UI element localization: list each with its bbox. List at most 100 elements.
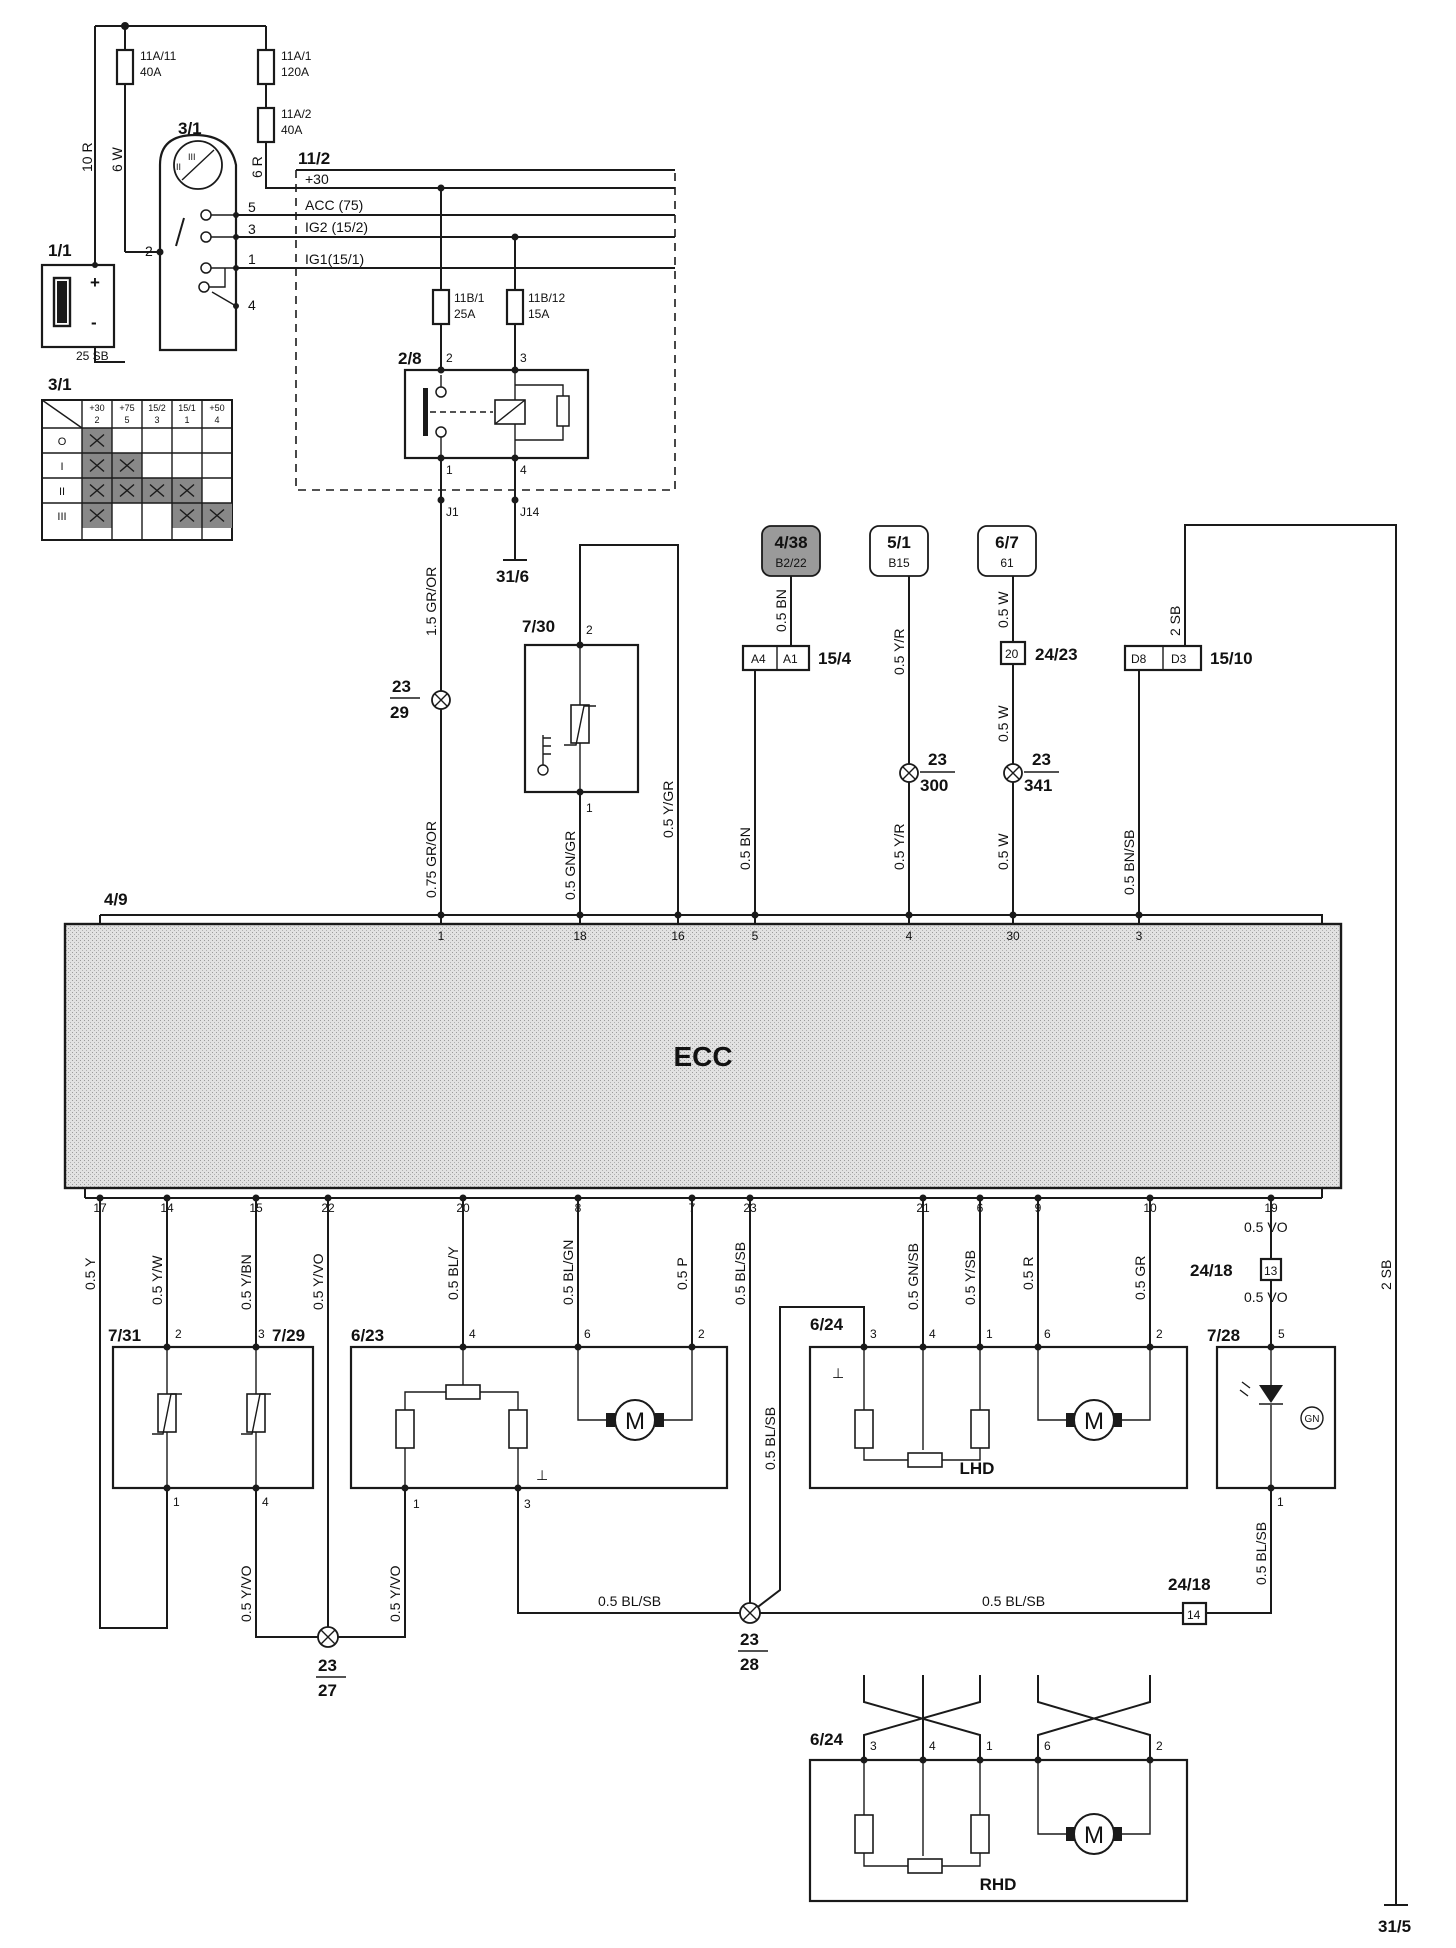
motor-6-24-pin-4: 4 bbox=[929, 1327, 936, 1341]
switch-table-header: 15/2 bbox=[148, 403, 166, 413]
switch-table-row-label: O bbox=[58, 436, 67, 448]
ecc-top-pin-4: 4 bbox=[906, 929, 913, 943]
switch-table-ref: 3/1 bbox=[48, 375, 72, 394]
svg-text:III: III bbox=[188, 152, 196, 162]
relay-pin-2: 2 bbox=[446, 351, 453, 365]
sensor-7-29-ref: 7/29 bbox=[272, 1326, 305, 1345]
switch-table-header: +50 bbox=[209, 403, 224, 413]
wire-label-05blsb-v: 0.5 BL/SB bbox=[732, 1242, 748, 1305]
splice-23-28: 23 28 bbox=[738, 1602, 768, 1674]
led-pin-5: 5 bbox=[1278, 1327, 1285, 1341]
splice-23-29: 23 29 bbox=[390, 677, 451, 722]
fuse-11b1-rating: 25A bbox=[454, 307, 475, 321]
connector-15-10: 2 SB 2 SB D8 D3 15/10 0.5 BN/SB 31/5 bbox=[1121, 524, 1411, 1936]
motor-6-23-pin-1: 1 bbox=[413, 1497, 420, 1511]
wire-label-05bnsb: 0.5 BN/SB bbox=[1121, 830, 1137, 895]
wire-label-05yw: 0.5 Y/W bbox=[149, 1255, 165, 1305]
motor-6-23-pin-2: 2 bbox=[698, 1327, 705, 1341]
switch-pin-1: 1 bbox=[248, 251, 256, 267]
ecc-label: ECC bbox=[673, 1041, 732, 1072]
rhd-label: RHD bbox=[980, 1875, 1017, 1894]
motor-rhd-pin-3: 3 bbox=[870, 1739, 877, 1753]
splice-341-bottom: 341 bbox=[1024, 776, 1052, 795]
sensor-7-30-pin-2: 2 bbox=[586, 623, 593, 637]
connector-5-1-pin: B15 bbox=[888, 556, 910, 570]
battery-minus-icon: - bbox=[91, 313, 97, 332]
wire-ecc-pin1: 1.5 GR/OR 0.75 GR/OR bbox=[423, 500, 442, 915]
connector-4-38: 4/38 B2/22 0.5 BN A4 A1 15/4 0.5 BN bbox=[737, 525, 852, 915]
wire-label-05w-top: 0.5 W bbox=[995, 591, 1011, 628]
connector-15-4-ref: 15/4 bbox=[818, 649, 852, 668]
fuse-11b1-id: 11B/1 bbox=[454, 291, 485, 305]
ground-31-6: 31/6 bbox=[496, 567, 529, 586]
wire-label-075gror: 0.75 GR/OR bbox=[423, 821, 439, 898]
connector-6-7-ref: 6/7 bbox=[995, 533, 1019, 552]
connector-4-38-pin: B2/22 bbox=[775, 556, 807, 570]
splice-23-341: 23 341 bbox=[1003, 750, 1059, 795]
wire-label-05ybn: 0.5 Y/BN bbox=[238, 1254, 254, 1310]
wire-label-05vo-mid: 0.5 VO bbox=[1244, 1289, 1288, 1305]
junction-j14: J14 bbox=[520, 505, 540, 519]
conn-24-23-pin: 20 bbox=[1005, 647, 1019, 661]
motor-6-23-pin-3: 3 bbox=[524, 1497, 531, 1511]
fuse-11b12 bbox=[505, 288, 525, 326]
fuse-11a1-id: 11A/1 bbox=[281, 49, 312, 63]
junction-j1: J1 bbox=[446, 505, 459, 519]
wire-label-05blsb-h1: 0.5 BL/SB bbox=[598, 1593, 661, 1609]
motor-6-24-pin-2: 2 bbox=[1156, 1327, 1163, 1341]
power-bus-11-2: 11/2 +30 ACC (75) IG2 (15/2) IG1(15/1) 1… bbox=[236, 149, 676, 491]
conn-24-18-bottom-pin: 14 bbox=[1187, 1608, 1201, 1622]
fuse-11b12-id: 11B/12 bbox=[528, 291, 565, 305]
battery-icon bbox=[52, 276, 72, 328]
wire-label-05bly: 0.5 BL/Y bbox=[445, 1246, 461, 1300]
connector-24-18-bottom-ref: 24/18 bbox=[1168, 1575, 1211, 1594]
connector-5-1-ref: 5/1 bbox=[887, 533, 911, 552]
ground-6-23-icon: ⊥ bbox=[536, 1467, 548, 1483]
wire-label-25sb: 25 SB bbox=[76, 349, 109, 363]
sensor-7-31-ref: 7/31 bbox=[108, 1326, 141, 1345]
relay-pin-1: 1 bbox=[446, 463, 453, 477]
switch-pin-3: 3 bbox=[248, 221, 256, 237]
ecc-top-pin-3: 3 bbox=[1136, 929, 1143, 943]
wire-label-05yvo-r: 0.5 Y/VO bbox=[387, 1565, 403, 1622]
lhd-label: LHD bbox=[960, 1459, 995, 1478]
led-pin-1: 1 bbox=[1277, 1495, 1284, 1509]
switch-table-header: 4 bbox=[214, 415, 219, 425]
bus-line-ig2: IG2 (15/2) bbox=[305, 219, 368, 235]
connector-4-38-ref: 4/38 bbox=[774, 533, 807, 552]
ground-6-24-icon: ⊥ bbox=[832, 1365, 844, 1381]
conn-15-10-pin-d3: D3 bbox=[1171, 652, 1187, 666]
potentiometer-rhd-icon bbox=[907, 1858, 943, 1874]
motor-rhd-pin-2: 2 bbox=[1156, 1739, 1163, 1753]
led-icon bbox=[1259, 1385, 1283, 1403]
motor-6-24-ref: 6/24 bbox=[810, 1315, 844, 1334]
fuse-11a11-id: 11A/11 bbox=[140, 49, 177, 63]
motor-rhd-pin-4: 4 bbox=[929, 1739, 936, 1753]
splice-341-top: 23 bbox=[1032, 750, 1051, 769]
fuse-11b1 bbox=[431, 288, 451, 326]
svg-text:II: II bbox=[176, 162, 181, 172]
motor-6-24-pin-6: 6 bbox=[1044, 1327, 1051, 1341]
splice-28-bottom: 28 bbox=[740, 1655, 759, 1674]
motor-6-23: 6/23 4 6 2 M ⊥ 1 3 bbox=[349, 1326, 729, 1511]
motor-rhd-symbol: M bbox=[1084, 1822, 1104, 1849]
sensor-7-30-ref: 7/30 bbox=[522, 617, 555, 636]
sensors-7-31-7-29: 7/31 7/29 2 3 1 4 bbox=[108, 1326, 315, 1509]
wire-label-05blsb-v2: 0.5 BL/SB bbox=[762, 1407, 778, 1470]
connector-6-7-pin: 61 bbox=[1000, 556, 1014, 570]
wire-label-05yr-top: 0.5 Y/R bbox=[891, 629, 907, 675]
motor-rhd-pin-1: 1 bbox=[986, 1739, 993, 1753]
splice-300-top: 23 bbox=[928, 750, 947, 769]
wire-label-05y: 0.5 Y bbox=[82, 1257, 98, 1290]
relay-ref: 2/8 bbox=[398, 349, 422, 368]
switch-table-header: +30 bbox=[89, 403, 104, 413]
motor-6-24-pin-1: 1 bbox=[986, 1327, 993, 1341]
connector-15-10-ref: 15/10 bbox=[1210, 649, 1253, 668]
wire-label-10r: 10 R bbox=[79, 142, 95, 172]
relay-pin-3: 3 bbox=[520, 351, 527, 365]
conn-15-10-pin-d8: D8 bbox=[1131, 652, 1147, 666]
connector-24-18-top-ref: 24/18 bbox=[1190, 1261, 1233, 1280]
switch-pin-5: 5 bbox=[248, 199, 256, 215]
